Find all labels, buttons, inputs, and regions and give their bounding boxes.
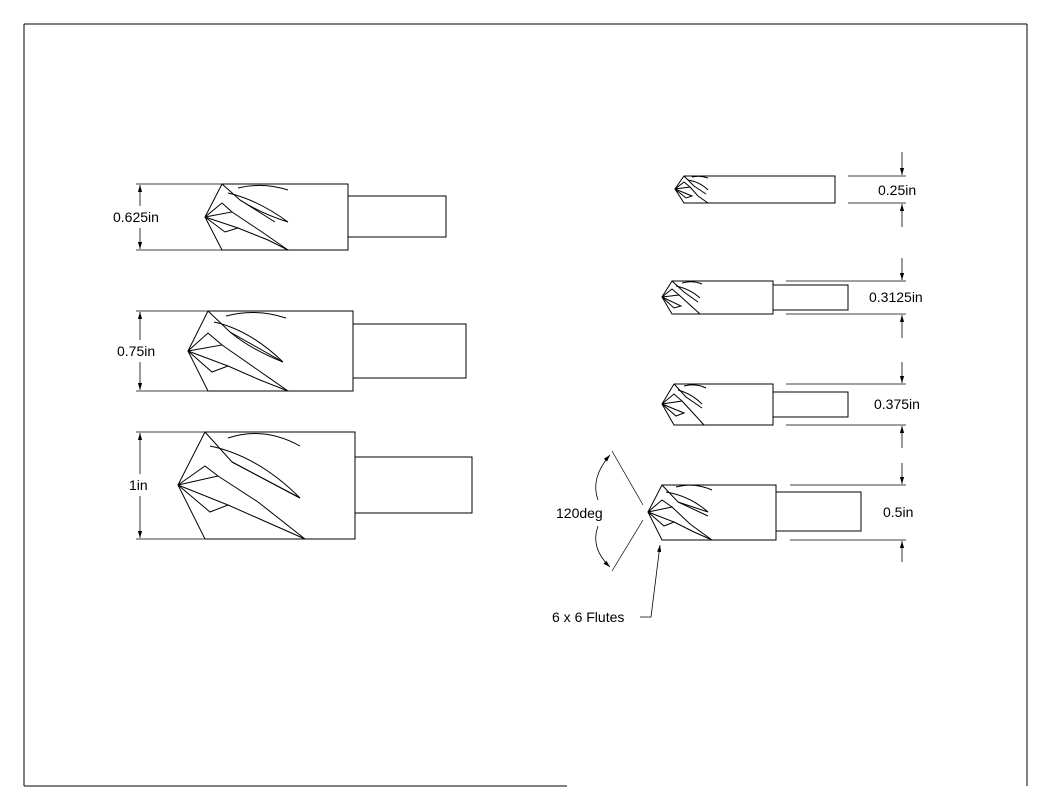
diameter-label-025: 0.25in [878, 182, 916, 198]
dimension-075: 0.75in [117, 310, 208, 392]
dimension-0625: 0.625in [113, 183, 222, 251]
countersink-tool-05 [647, 484, 862, 541]
dimension-05: 0.5in [790, 463, 913, 562]
countersink-tool-1 [177, 431, 473, 540]
diameter-label-0625: 0.625in [113, 209, 159, 225]
diameter-label-05: 0.5in [883, 504, 913, 520]
flutes-leader: 6 x 6 Flutes [552, 544, 662, 625]
countersink-tool-025 [674, 175, 836, 204]
angle-label: 120deg [556, 505, 603, 521]
dimension-0375: 0.375in [786, 362, 920, 448]
diameter-label-075: 0.75in [117, 343, 155, 359]
diameter-label-03125: 0.3125in [869, 289, 923, 305]
diameter-label-0375: 0.375in [874, 396, 920, 412]
dimension-03125: 0.3125in [786, 258, 923, 338]
countersink-tool-075 [187, 310, 467, 392]
diameter-label-1: 1in [129, 477, 148, 493]
countersink-tool-0625 [204, 183, 447, 251]
countersink-tool-03125 [661, 280, 849, 315]
dimension-025: 0.25in [848, 152, 916, 227]
flutes-label: 6 x 6 Flutes [552, 609, 624, 625]
dimension-1: 1in [129, 431, 205, 540]
angle-dimension: 120deg [556, 450, 644, 572]
countersink-tool-0375 [661, 383, 849, 426]
sheet-border [23, 23, 1028, 787]
